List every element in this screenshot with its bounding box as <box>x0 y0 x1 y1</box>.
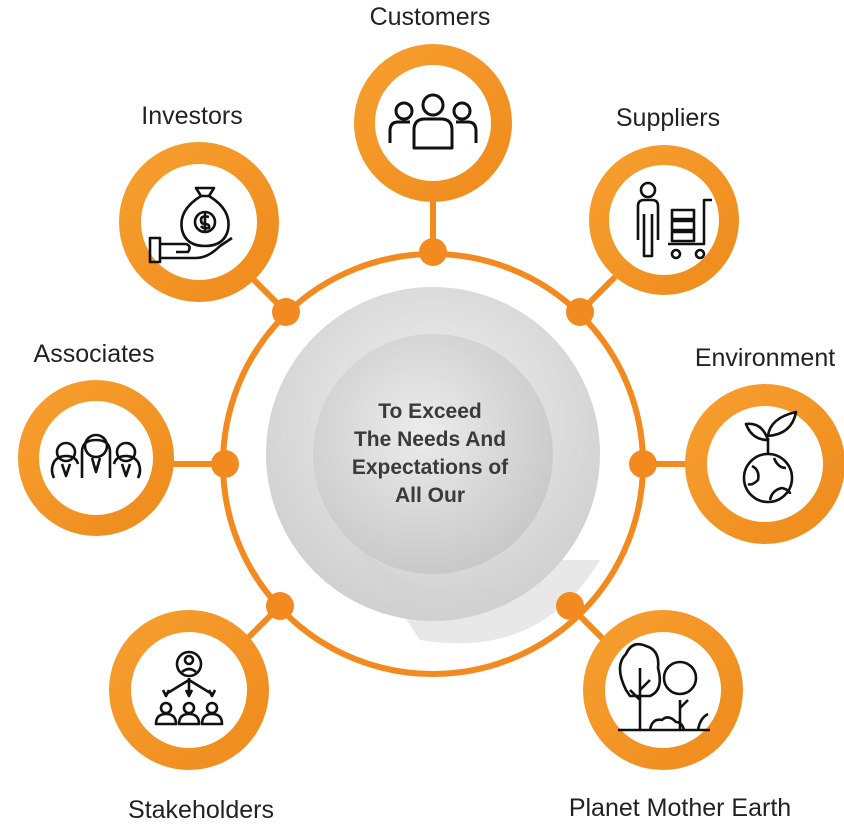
money-bag-hand-icon <box>148 186 233 264</box>
hub-inner <box>313 334 553 574</box>
node-environment <box>685 384 844 544</box>
label-associates: Associates <box>33 340 155 368</box>
earth-plant-icon <box>742 410 798 504</box>
label-investors: Investors <box>141 102 243 130</box>
hub-line-1: To Exceed <box>378 400 482 423</box>
label-suppliers: Suppliers <box>615 104 721 132</box>
trees-icon <box>618 642 710 732</box>
hub-text: To Exceed The Needs And Expectations of … <box>330 398 530 510</box>
node-investors <box>119 142 279 302</box>
ring-dot-associates <box>211 450 239 478</box>
label-customers: Customers <box>369 3 491 31</box>
ring-dot-customers <box>419 238 447 266</box>
hub-line-4: All Our <box>394 484 465 507</box>
hierarchy-people-icon <box>154 650 224 726</box>
ring-dot-planet <box>556 592 584 620</box>
ring-dot-environment <box>629 450 657 478</box>
node-stakeholders <box>109 610 269 770</box>
team-people-icon <box>50 433 142 479</box>
label-stakeholders: Stakeholders <box>128 796 274 824</box>
ring-dot-investors <box>272 298 300 326</box>
ring-dot-suppliers <box>566 298 594 326</box>
supplier-cart-icon <box>636 181 712 260</box>
label-environment: Environment <box>694 344 836 372</box>
hub-line-2: The Needs And <box>353 428 507 451</box>
node-planet <box>583 610 743 770</box>
ring-dots <box>211 238 657 620</box>
node-associates <box>18 380 174 536</box>
node-customers <box>354 44 512 202</box>
hub-line-3: Expectations of <box>351 456 509 479</box>
label-planet: Planet Mother Earth <box>568 794 792 822</box>
ring-dot-stakeholders <box>266 592 294 620</box>
customers-group-icon <box>388 93 478 150</box>
hub-cast-shadow <box>340 520 600 644</box>
node-suppliers <box>589 145 739 295</box>
